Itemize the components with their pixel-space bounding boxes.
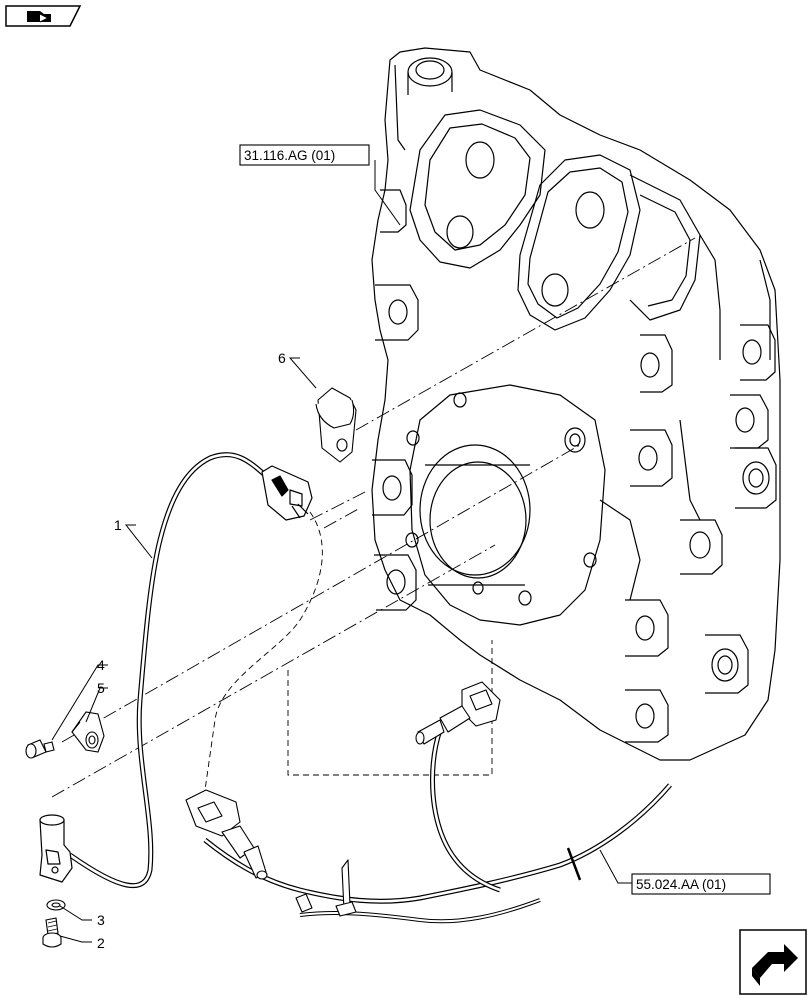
washer	[46, 899, 66, 911]
reference-box-housing[interactable]: 31.116.AG (01)	[239, 144, 370, 166]
routing-dashed-lines	[204, 511, 493, 791]
callout-5: 5	[97, 680, 105, 696]
gear-housing-cover	[371, 47, 781, 761]
speed-sensor-harness	[39, 452, 313, 888]
callout-6: 6	[278, 350, 286, 366]
main-harness	[185, 681, 672, 924]
leader-lines	[51, 160, 632, 943]
book-icon[interactable]	[5, 5, 82, 27]
next-page-arrow-icon[interactable]	[739, 929, 807, 995]
callout-1: 1	[114, 517, 122, 533]
bracket	[71, 711, 105, 753]
callout-2: 2	[97, 935, 105, 951]
callout-4: 4	[97, 657, 105, 673]
reference-label-harness: 55.024.AA (01)	[636, 877, 726, 892]
reference-label-housing: 31.116.AG (01)	[244, 148, 335, 163]
alignment-lines	[51, 237, 696, 798]
reference-box-harness[interactable]: 55.024.AA (01)	[631, 873, 771, 895]
callout-3: 3	[97, 912, 105, 928]
plug	[25, 739, 55, 759]
bolt	[42, 917, 62, 948]
cable-clip	[315, 387, 357, 463]
